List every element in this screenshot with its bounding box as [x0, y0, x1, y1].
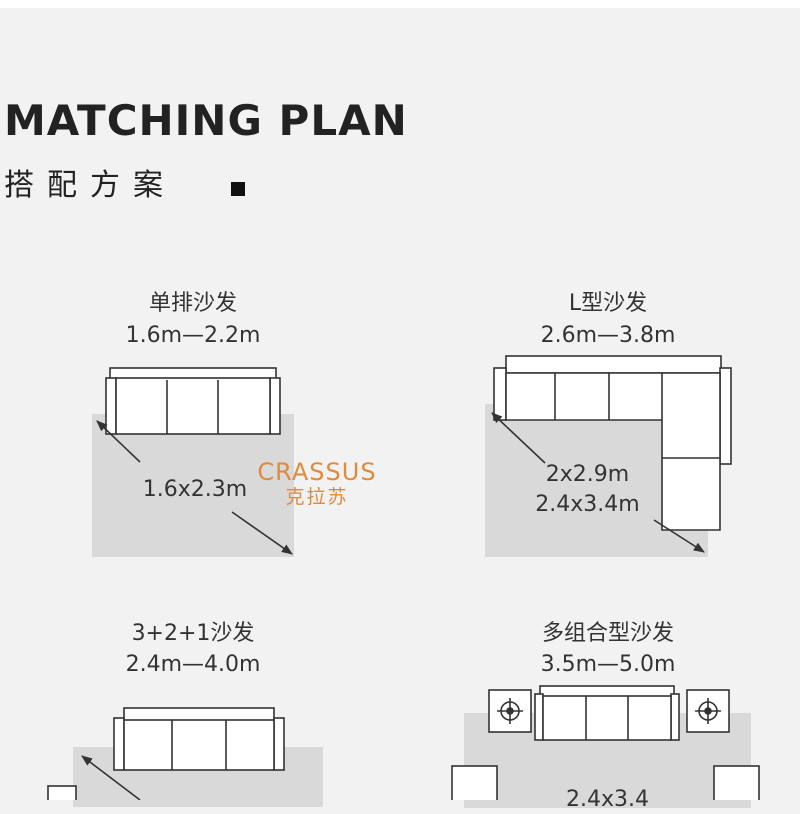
brand-watermark: CRASSUS 克拉苏	[252, 460, 382, 507]
plan-1-dimension-arrows	[96, 420, 293, 555]
plan-2-rug-size-1: 2x2.9m	[545, 462, 630, 487]
plan-3-size-range: 2.4m—4.0m	[125, 652, 261, 677]
top-band	[0, 0, 800, 8]
plan-3-sofa-icon	[47, 707, 285, 800]
plan-2-rug-size-2: 2.4x3.4m	[535, 492, 640, 517]
plan-1-size-range: 1.6m—2.2m	[125, 323, 261, 348]
plan-2-dimension-arrows	[491, 412, 705, 553]
brand-name: CRASSUS	[257, 458, 377, 486]
plan-2-name: L型沙发	[568, 291, 648, 316]
plan-3-dimension-arrow	[81, 755, 141, 800]
plan-2-size-range: 2.6m—3.8m	[540, 323, 676, 348]
plan-4-size-range: 3.5m—5.0m	[540, 652, 676, 677]
plan-4-rug-size: 2.4x3.4	[566, 787, 649, 812]
plan-1-rug-size: 1.6x2.3m	[142, 477, 248, 502]
plan-4-lamp-right-icon	[686, 689, 730, 733]
plan-3-name: 3+2+1沙发	[131, 621, 255, 646]
plan-4-lamp-left-icon	[488, 689, 532, 733]
plan-4-sofa-icon	[451, 685, 760, 800]
page-title: MATCHING PLAN	[4, 96, 408, 145]
plan-1-rug	[92, 414, 294, 557]
page-subtitle: 搭配方案	[4, 168, 176, 203]
plan-2-l-sofa-icon	[493, 355, 732, 531]
plan-4-name: 多组合型沙发	[541, 621, 674, 646]
plan-1-sofa-icon	[105, 367, 281, 435]
plan-1-name: 单排沙发	[148, 291, 237, 316]
square-bullet-icon	[231, 182, 245, 196]
brand-name-cn: 克拉苏	[285, 486, 349, 508]
